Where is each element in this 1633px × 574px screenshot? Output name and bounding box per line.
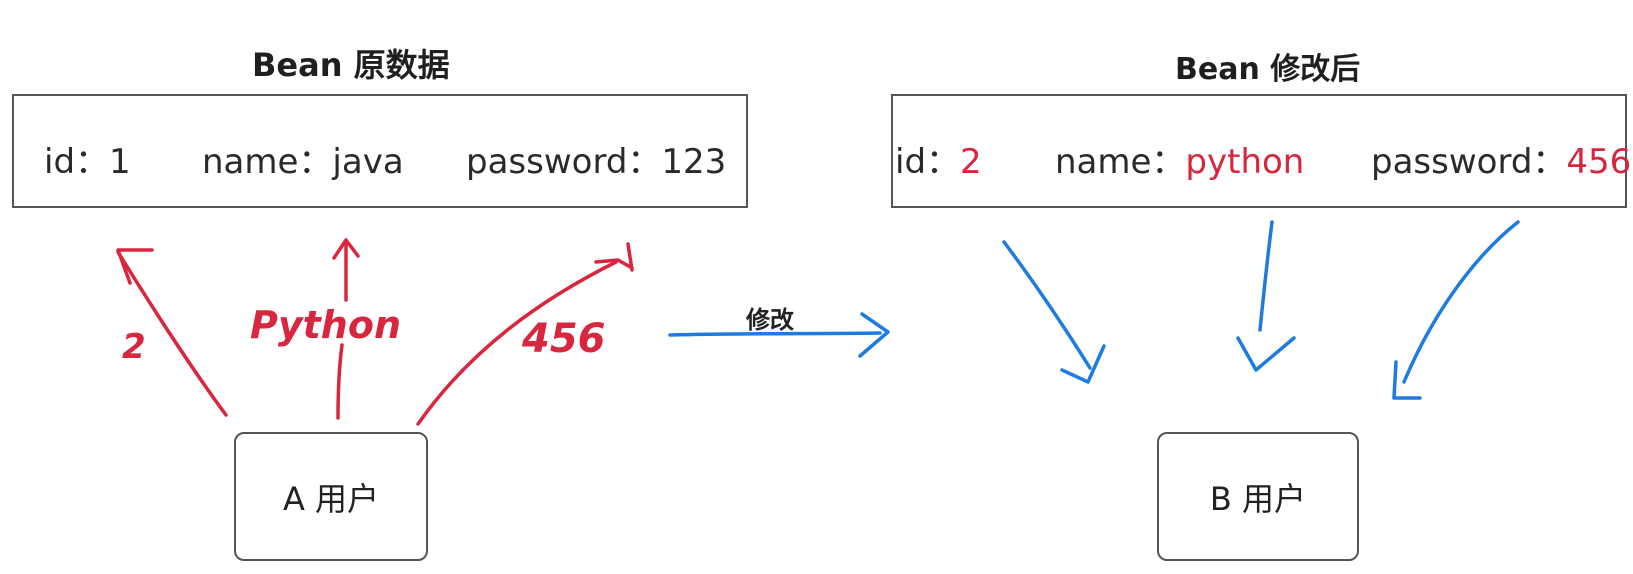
left-password-field: password：123 <box>466 134 726 183</box>
red-arrowhead-name <box>332 238 360 260</box>
left-name-value: java <box>332 142 404 182</box>
left-name-field: name：java <box>202 134 404 183</box>
blue-modify-arrow <box>668 331 882 337</box>
blue-arrowhead-password <box>1392 360 1422 400</box>
blue-modify-arrowhead <box>858 312 890 358</box>
left-id-label: id： <box>44 142 110 182</box>
red-arrow-password <box>416 260 618 426</box>
left-name-label: name： <box>202 142 333 182</box>
right-name-label: name： <box>1055 142 1186 182</box>
blue-arrow-id <box>1002 240 1092 370</box>
red-arrowhead-id <box>116 248 154 285</box>
user-a-box: A 用户 <box>234 432 428 561</box>
user-b-label: B 用户 <box>1209 479 1307 518</box>
blue-arrow-name <box>1258 220 1274 332</box>
right-bean-box: id：2 name：python password：456 <box>891 94 1631 208</box>
blue-arrowhead-id <box>1060 344 1106 384</box>
right-id-label: id： <box>895 142 961 182</box>
right-bean-title: Bean 修改后 <box>1175 52 1361 87</box>
user-b-box: B 用户 <box>1157 432 1359 561</box>
left-bean-title: Bean 原数据 <box>252 46 450 84</box>
left-password-value: 123 <box>661 142 727 182</box>
right-password-value: 456 <box>1566 142 1632 182</box>
right-name-value: python <box>1185 142 1305 182</box>
right-password-field: password：456 <box>1371 134 1631 183</box>
red-arrow-name <box>336 343 344 420</box>
left-bean-box: id：1 name：java password：123 <box>12 94 748 208</box>
annotation-name-change: Python <box>250 303 401 347</box>
red-arrowhead-password <box>594 258 634 270</box>
right-name-field: name：python <box>1055 134 1304 183</box>
red-arrowhead-password-tick <box>626 242 634 272</box>
left-id-field: id：1 <box>44 134 131 183</box>
annotation-id-change: 2 <box>122 327 146 367</box>
right-password-label: password： <box>1371 142 1567 182</box>
left-password-label: password： <box>466 142 662 182</box>
modify-label: 修改 <box>745 306 794 334</box>
blue-arrow-password <box>1402 220 1520 384</box>
annotation-password-change: 456 <box>521 316 606 362</box>
user-a-label: A 用户 <box>282 479 380 518</box>
red-arrow-id <box>116 250 228 417</box>
right-id-value: 2 <box>960 142 982 182</box>
right-id-field: id：2 <box>895 134 982 183</box>
left-id-value: 1 <box>109 142 131 182</box>
blue-arrowhead-name <box>1236 336 1296 372</box>
